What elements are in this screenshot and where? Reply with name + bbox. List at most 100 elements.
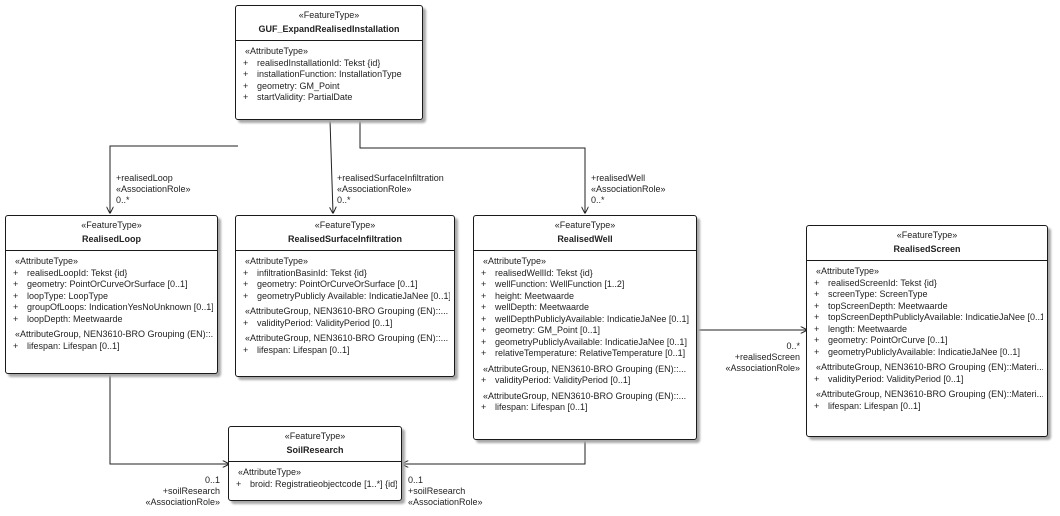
class-name: RealisedSurfaceInfiltration — [287, 233, 403, 244]
role-multiplicity: 0..* — [786, 341, 800, 351]
attribute-section: «AttributeGroup, NEN3610-BRO Grouping (E… — [479, 391, 692, 414]
public-visibility-marker: + — [243, 279, 249, 289]
class-body: «AttributeType»+infiltrationBasinId: Tek… — [236, 251, 454, 362]
label-realised-screen: 0..* +realisedScreen «AssociationRole» — [720, 341, 800, 374]
class-header: «FeatureType»RealisedScreen — [807, 226, 1047, 261]
attribute-section: «AttributeGroup, NEN3610-BRO Grouping (E… — [241, 306, 450, 329]
attribute-row[interactable]: +geometry: PointOrCurve [0..1] — [812, 335, 1043, 347]
attribute-section: «AttributeType»+broid: Registratieobject… — [234, 467, 397, 490]
attribute-row[interactable]: +validityPeriod: ValidityPeriod [0..1] — [479, 375, 692, 387]
public-visibility-marker: + — [814, 289, 820, 299]
attribute-row[interactable]: +geometry: PointOrCurveOrSurface [0..1] — [241, 279, 450, 291]
public-visibility-marker: + — [243, 267, 249, 278]
class-stereotype: «FeatureType» — [314, 220, 376, 230]
public-visibility-marker: + — [243, 317, 249, 328]
role-stereotype: «AssociationRole» — [145, 497, 220, 507]
attribute-row[interactable]: +installationFunction: InstallationType — [241, 69, 418, 81]
attribute-row[interactable]: +realisedScreenId: Tekst {id} — [812, 278, 1043, 290]
label-soil-research-loop: 0..1 +soilResearch «AssociationRole» — [130, 475, 220, 508]
attribute-row[interactable]: +realisedWellId: Tekst {id} — [479, 268, 692, 280]
attribute-row[interactable]: +topScreenDepth: Meetwaarde — [812, 301, 1043, 313]
assoc-line-realised-well — [359, 120, 585, 213]
public-visibility-marker: + — [243, 69, 249, 79]
role-stereotype: «AssociationRole» — [725, 363, 800, 373]
attribute-row[interactable]: +realisedInstallationId: Tekst {id} — [241, 58, 418, 70]
public-visibility-marker: + — [13, 302, 19, 312]
attribute-row[interactable]: +validityPeriod: ValidityPeriod [0..1] — [241, 318, 450, 330]
attribute-row[interactable]: + lifespan: Lifespan [0..1] — [812, 401, 1043, 413]
section-stereotype: «AttributeGroup, NEN3610-BRO Grouping (E… — [245, 306, 449, 316]
attribute-row[interactable]: +height: Meetwaarde — [479, 291, 692, 303]
attribute-row[interactable]: +relativeTemperature: RelativeTemperatur… — [479, 348, 692, 360]
public-visibility-marker: + — [481, 375, 487, 385]
attribute-row[interactable]: + infiltrationBasinId: Tekst {id} — [241, 268, 450, 280]
class-realised-loop[interactable]: «FeatureType»RealisedLoop«AttributeType»… — [5, 215, 218, 374]
class-header: «FeatureType»SoilResearch — [229, 427, 401, 462]
attribute-row[interactable]: +validityPeriod: ValidityPeriod [0..1] — [812, 374, 1043, 386]
attribute-row[interactable]: +geometry: GM_Point — [241, 81, 418, 93]
attribute-row[interactable]: +broid: Registratieobjectcode [1..*] {id… — [234, 479, 397, 491]
attribute-row[interactable]: +geometry: PointOrCurveOrSurface [0..1] — [11, 279, 213, 291]
public-visibility-marker: + — [481, 336, 487, 347]
attribute-section: «AttributeType»+realisedLoopId: Tekst {i… — [11, 256, 213, 325]
public-visibility-marker: + — [243, 92, 249, 102]
public-visibility-marker: + — [243, 344, 249, 355]
role-multiplicity: 0..* — [591, 195, 605, 205]
attribute-row[interactable]: +realisedLoopId: Tekst {id} — [11, 268, 213, 280]
section-stereotype: «AttributeType» — [245, 46, 309, 56]
attribute-row[interactable]: +lifespan: Lifespan [0..1] — [11, 341, 213, 353]
class-realised-screen[interactable]: «FeatureType»RealisedScreen «AttributeTyp… — [806, 225, 1048, 437]
public-visibility-marker: + — [814, 373, 820, 384]
attribute-text: broid: Registratieobjectcode [1..*] {id} — [250, 478, 397, 489]
attribute-row[interactable]: +startValidity: PartialDate — [241, 92, 418, 104]
attribute-row[interactable]: +geometryPubliclyAvailable: IndicatieJaN… — [479, 337, 692, 349]
class-stereotype: «FeatureType» — [896, 230, 958, 240]
public-visibility-marker: + — [814, 400, 820, 411]
attribute-text: geometry: GM_Point [0..1] — [495, 325, 601, 335]
attribute-text: wellDepth: Meetwaarde — [495, 302, 590, 312]
section-stereotype: «AttributeType» — [816, 266, 880, 276]
role-multiplicity: 0..* — [116, 195, 130, 205]
role-name: +realisedLoop — [116, 173, 173, 183]
attribute-row[interactable]: + geometry: GM_Point [0..1] — [479, 325, 692, 337]
class-body: «AttributeType» +realisedScreenId: Tekst … — [807, 261, 1047, 418]
section-stereotype: «AttributeGroup, NEN3610-BRO Grouping (E… — [816, 389, 1043, 399]
attribute-section: «AttributeType» +realisedScreenId: Tekst … — [812, 266, 1043, 358]
attribute-row[interactable]: +loopDepth: Meetwaarde — [11, 314, 213, 326]
attribute-row[interactable]: +groupOfLoops: IndicationYesNoUnknown [0… — [11, 302, 213, 314]
class-body: «AttributeType» +realisedInstallationId: … — [236, 41, 422, 110]
attribute-row[interactable]: +geometryPublicly Available: IndicatieJa… — [241, 291, 450, 303]
role-multiplicity: 0..1 — [408, 475, 424, 485]
attribute-row[interactable]: +loopType: LoopType — [11, 291, 213, 303]
class-realised-surface-infiltration[interactable]: «FeatureType» RealisedSurfaceInfiltration… — [235, 215, 455, 377]
public-visibility-marker: + — [481, 313, 487, 324]
attribute-row[interactable]: +geometryPubliclyAvailable: IndicatieJaN… — [812, 347, 1043, 359]
class-guf-expand-realised-installation[interactable]: «FeatureType»GUF_ExpandRealisedInstallat… — [235, 5, 423, 120]
attribute-row[interactable]: +wellDepth: Meetwaarde — [479, 302, 692, 314]
public-visibility-marker: + — [243, 57, 249, 68]
attribute-text: geometryPublicly Available: IndicatieJaN… — [257, 290, 450, 301]
class-body: «AttributeType»+broid: Registratieobject… — [229, 462, 401, 496]
public-visibility-marker: + — [481, 325, 487, 335]
class-soil-research[interactable]: «FeatureType»SoilResearch «AttributeType»… — [228, 426, 402, 501]
attribute-row[interactable]: +wellFunction: WellFunction [1..2] — [479, 279, 692, 291]
class-body: «AttributeType»+realisedWellId: Tekst {i… — [474, 251, 696, 420]
attribute-text: height: Meetwaarde — [495, 290, 575, 301]
public-visibility-marker: + — [814, 323, 820, 334]
attribute-row[interactable]: +topScreenDepthPubliclyAvailable: Indica… — [812, 312, 1043, 324]
class-stereotype: «FeatureType» — [298, 10, 360, 20]
attribute-row[interactable]: +wellDepthPubliclyAvailable: IndicatieJa… — [479, 314, 692, 326]
class-realised-well[interactable]: «FeatureType»RealisedWell«AttributeType»… — [473, 215, 697, 440]
attribute-text: geometry: PointOrCurveOrSurface [0..1] — [27, 279, 188, 289]
class-header: «FeatureType» RealisedSurfaceInfiltration — [236, 216, 454, 251]
class-name: RealisedLoop — [81, 233, 141, 244]
attribute-text: lifespan: Lifespan [0..1] — [27, 340, 120, 351]
label-realised-surface-infiltration: +realisedSurfaceInfiltration «Associatio… — [337, 173, 444, 206]
attribute-row[interactable]: +lifespan: Lifespan [0..1] — [479, 402, 692, 414]
attribute-row[interactable]: +screenType: ScreenType — [812, 289, 1043, 301]
attribute-text: lifespan: Lifespan [0..1] — [828, 400, 921, 411]
attribute-row[interactable]: +length: Meetwaarde — [812, 324, 1043, 336]
class-stereotype: «FeatureType» — [284, 431, 346, 441]
attribute-text: infiltrationBasinId: Tekst {id} — [257, 267, 367, 278]
attribute-row[interactable]: +lifespan: Lifespan [0..1] — [241, 345, 450, 357]
